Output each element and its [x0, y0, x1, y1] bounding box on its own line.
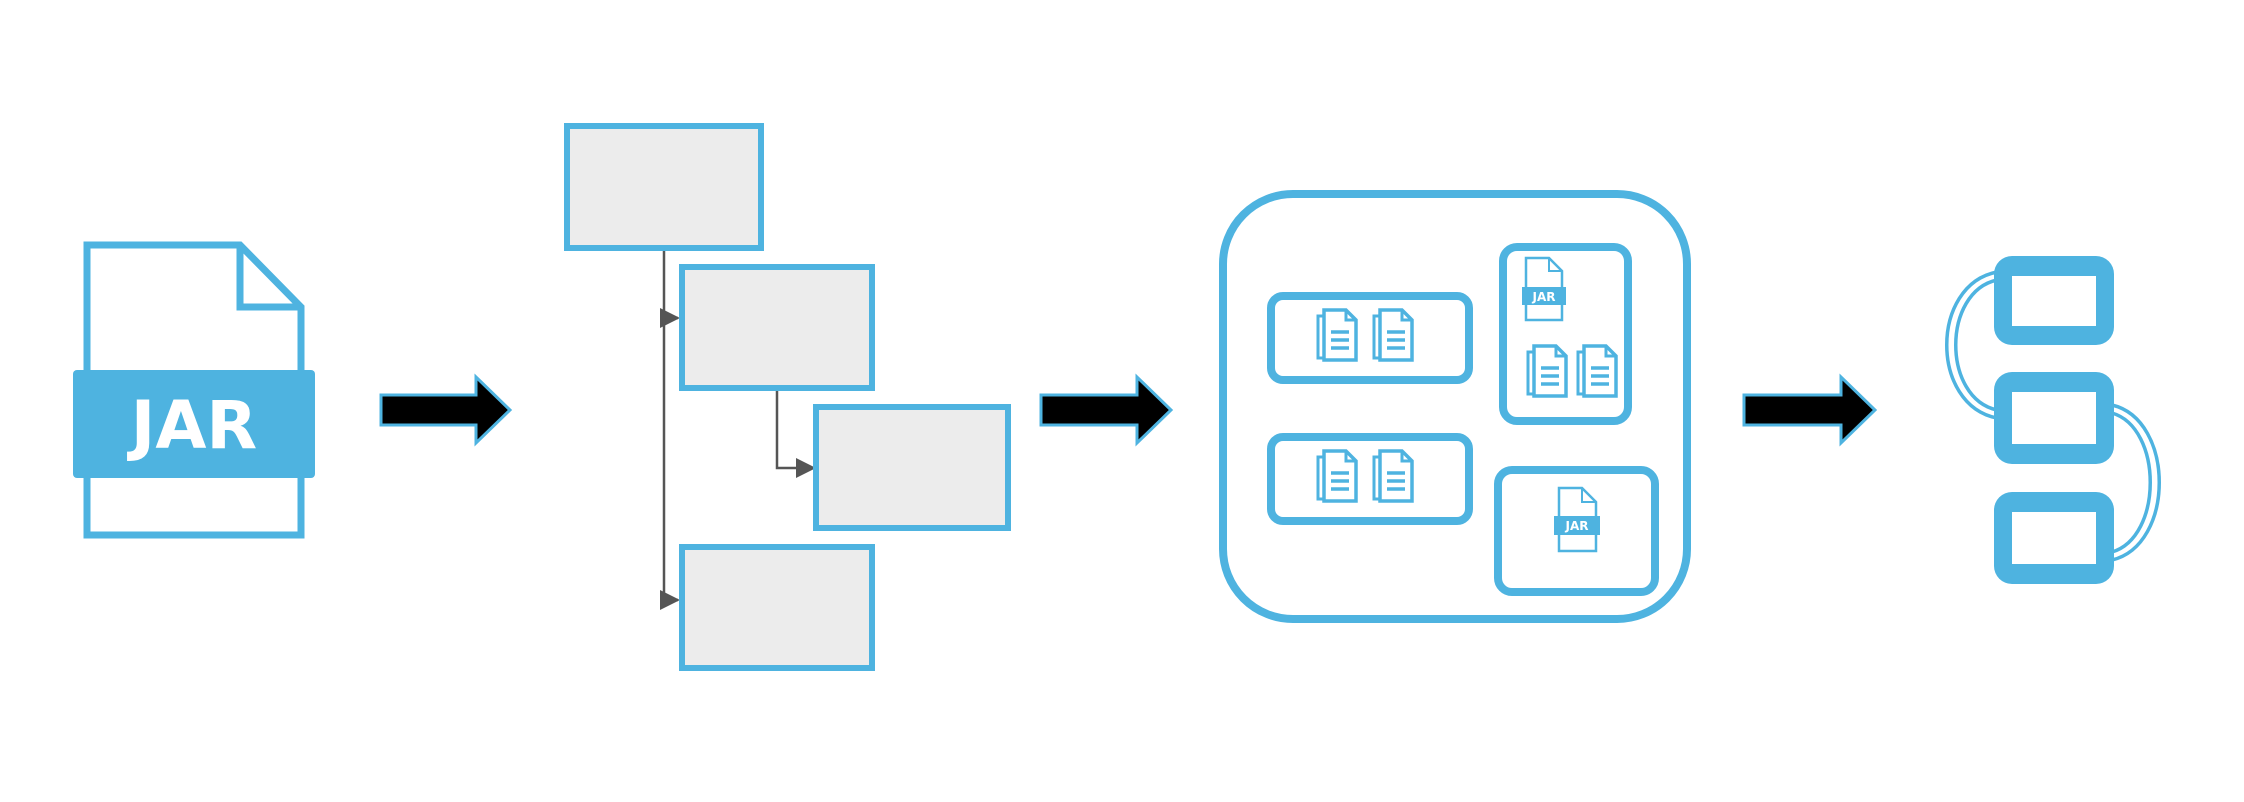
hierarchy-connector-2	[660, 318, 680, 610]
document-stack-icon	[1576, 344, 1618, 398]
class-box-root	[564, 123, 764, 251]
hierarchy-connector-3	[775, 389, 816, 478]
document-stack-icon	[1372, 449, 1414, 503]
small-jar-label: JAR	[1565, 519, 1589, 533]
jar-label: JAR	[127, 387, 257, 464]
class-box-child-1	[679, 264, 875, 391]
document-stack-icon	[1372, 308, 1414, 362]
module-link-left	[1945, 270, 1998, 420]
small-jar-icon: JAR	[1522, 256, 1566, 322]
linked-modules	[1945, 256, 2161, 584]
small-jar-label: JAR	[1532, 290, 1556, 304]
flow-arrow-2	[1039, 373, 1174, 447]
class-box-grandchild	[813, 404, 1011, 531]
module-group-2	[1267, 433, 1473, 525]
class-hierarchy	[564, 123, 1011, 671]
jar-label-band	[73, 370, 315, 478]
hierarchy-connector-1	[660, 248, 680, 328]
class-box-child-2	[679, 544, 875, 671]
document-stack-icon	[1316, 449, 1358, 503]
document-stack-icon	[1526, 344, 1568, 398]
jar-file-icon: JAR	[73, 241, 315, 539]
module-link-right	[2111, 403, 2161, 562]
flow-arrow-1	[379, 373, 513, 447]
module-group-1	[1267, 292, 1473, 384]
module-grouping: JAR JAR	[1219, 190, 1691, 623]
flow-arrow-3	[1742, 373, 1878, 447]
document-stack-icon	[1316, 308, 1358, 362]
small-jar-icon: JAR	[1554, 486, 1600, 553]
